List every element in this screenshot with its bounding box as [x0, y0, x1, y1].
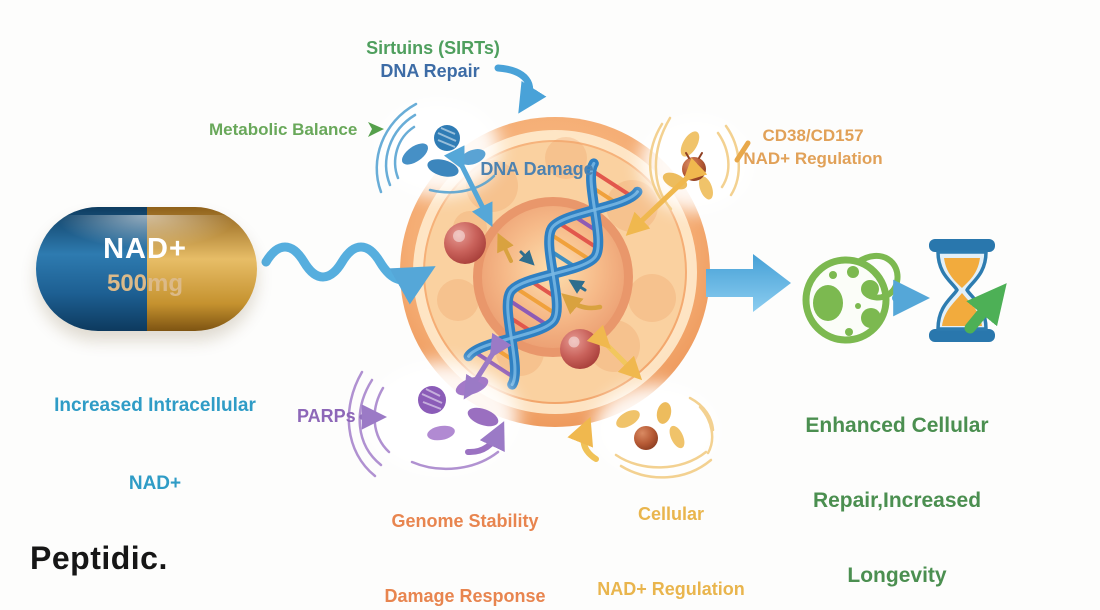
cd38-label-line2: NAD+ Regulation: [743, 149, 883, 168]
cd38-label-line1: CD38/CD157: [762, 126, 864, 145]
organelle-sphere: [444, 222, 486, 264]
sirtuins-curved-arrow-icon: [494, 64, 547, 114]
capsule-name: NAD+: [103, 233, 187, 265]
growth-arrow-icon: [964, 283, 1007, 334]
nucleus-arrow-icon: [561, 293, 603, 315]
dna-damage-label: DNA Damage: [480, 159, 594, 179]
nucleus-arrow-icon: [568, 279, 587, 294]
cellular-nad-label: Cellular NAD+ Regulation: [597, 452, 745, 610]
genome-label-line1: Genome Stability: [391, 511, 539, 531]
capsule-gloss: [54, 215, 239, 249]
nucleus-arrow-icon: [518, 249, 535, 266]
sirtuins-double-arrow-icon: [443, 145, 493, 227]
sirtuins-label: Sirtuins (SIRTs): [366, 38, 500, 58]
wavy-arrow-icon: [261, 242, 436, 305]
hourglass-icon: [929, 239, 995, 342]
cellular-nad-icon: [614, 396, 715, 479]
outcome-line3: Longevity: [847, 564, 947, 587]
cell-icon: [802, 253, 901, 344]
cd38-double-arrow-icon: [625, 157, 708, 236]
parps-label: PARPs: [297, 406, 356, 426]
genome-curved-arrow-icon: [465, 421, 505, 456]
cellular-curved-arrow-icon: [567, 416, 599, 462]
capsule-caption-line2: NAD+: [128, 473, 182, 494]
outcome-line1: Enhanced Cellular: [805, 414, 989, 437]
gold-dash-icon: [734, 140, 751, 163]
sirtuins-icon: [375, 102, 496, 194]
cellular-label-line1: Cellular: [637, 504, 705, 524]
genome-label-line2: Damage Response: [384, 586, 546, 606]
parps-double-arrow-icon: [463, 332, 512, 400]
genome-stability-label: Genome Stability Damage Response: [384, 459, 545, 610]
metabolic-balance-label: Metabolic Balance: [209, 120, 358, 139]
metabolic-arrow-icon: [368, 122, 384, 137]
capsule-caption-line1: Increased Intracellular: [54, 395, 256, 416]
big-right-arrow-icon: [706, 254, 791, 312]
capsule-text: NAD+ 500mg: [66, 233, 224, 298]
capsule-caption: Increased Intracellular NAD+: [54, 341, 256, 549]
sphere-highlight: [568, 336, 580, 348]
dna-repair-label: DNA Repair: [380, 61, 480, 81]
cellular-double-arrow-icon: [586, 324, 643, 381]
outcome-line2: Repair,Increased: [812, 489, 982, 512]
brand-logo: Peptidic.: [30, 540, 168, 576]
nucleus-arrow-icon: [497, 232, 514, 263]
organelle-sphere: [560, 329, 600, 369]
sphere-highlight: [453, 230, 465, 242]
cellular-label-line2: NAD+ Regulation: [597, 579, 745, 599]
outcome-label: Enhanced Cellular Repair,Increased Longe…: [805, 363, 988, 610]
nad-capsule-icon: NAD+ 500mg: [36, 207, 257, 331]
capsule-dose: 500mg: [106, 270, 184, 297]
